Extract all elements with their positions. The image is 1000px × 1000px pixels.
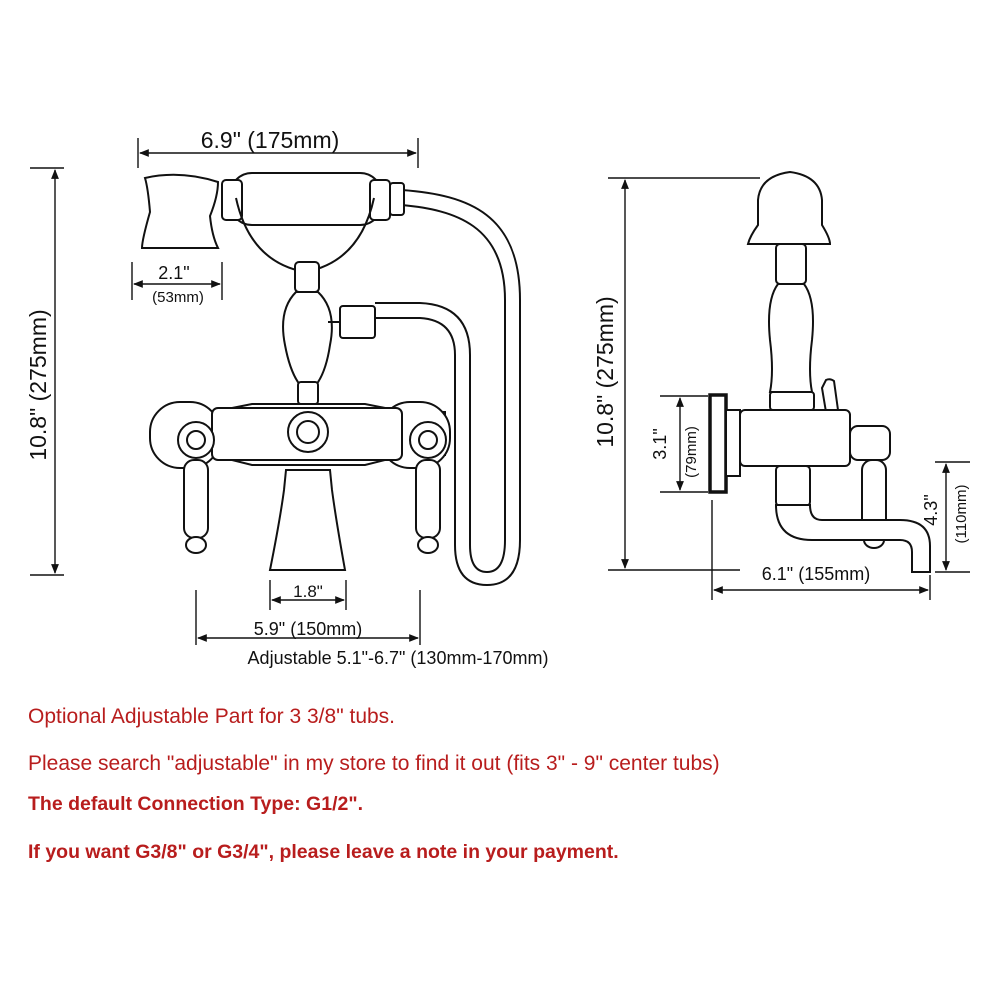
handle-collar-left	[221, 179, 243, 221]
side-handle-hub	[849, 425, 891, 461]
spout-height-mm-label: (110mm)	[953, 485, 970, 544]
hose-connector	[389, 182, 405, 216]
handshower-head	[140, 173, 220, 249]
side-diverter	[769, 391, 815, 411]
side-handshower-neck	[775, 243, 807, 285]
left-handle-lever	[183, 459, 209, 539]
front-height-label: 10.8" (275mm)	[25, 309, 51, 460]
front-view	[140, 172, 521, 587]
shower-hose	[375, 189, 521, 587]
side-body	[739, 409, 851, 467]
handshower-width-label: 2.1"	[158, 263, 189, 283]
hose-outlet-nut	[339, 305, 376, 339]
front-dimensions	[30, 138, 421, 645]
handshower-width-mm-label: (53mm)	[152, 289, 204, 306]
leg-width-label: 1.8"	[293, 582, 323, 601]
note-optional-part: Optional Adjustable Part for 3 3/8" tubs…	[28, 705, 396, 728]
tub-leg	[268, 469, 347, 571]
side-spout	[774, 504, 931, 573]
note-alternate-connection: If you want G3/8" or G3/4", please leave…	[28, 841, 619, 863]
spout-reach-label: 6.1" (155mm)	[762, 564, 870, 584]
side-dimensions	[608, 177, 970, 600]
side-view	[708, 170, 931, 573]
handshower-handle	[229, 172, 383, 226]
side-flange	[708, 393, 728, 494]
front-width-label: 6.9" (175mm)	[201, 127, 340, 153]
cradle-neck	[294, 261, 320, 293]
right-handle-lever	[415, 459, 441, 539]
diverter-knob	[297, 381, 319, 405]
base-width-label: 5.9" (150mm)	[254, 619, 362, 639]
center-column	[282, 291, 333, 386]
side-spout-neck	[775, 465, 811, 507]
side-handshower-head	[746, 170, 832, 245]
side-lever	[820, 378, 840, 414]
note-search-adjustable: Please search "adjustable" in my store t…	[28, 752, 720, 775]
spout-height-label: 4.3"	[921, 494, 941, 525]
flange-height-mm-label: (79mm)	[683, 426, 700, 478]
adjustable-range-label: Adjustable 5.1"-6.7" (130mm-170mm)	[248, 648, 549, 668]
side-column	[768, 283, 814, 393]
shower-hose-inner	[375, 204, 506, 574]
note-default-connection: The default Connection Type: G1/2".	[28, 793, 363, 815]
side-height-label: 10.8" (275mm)	[592, 296, 618, 447]
flange-height-label: 3.1"	[650, 428, 670, 459]
